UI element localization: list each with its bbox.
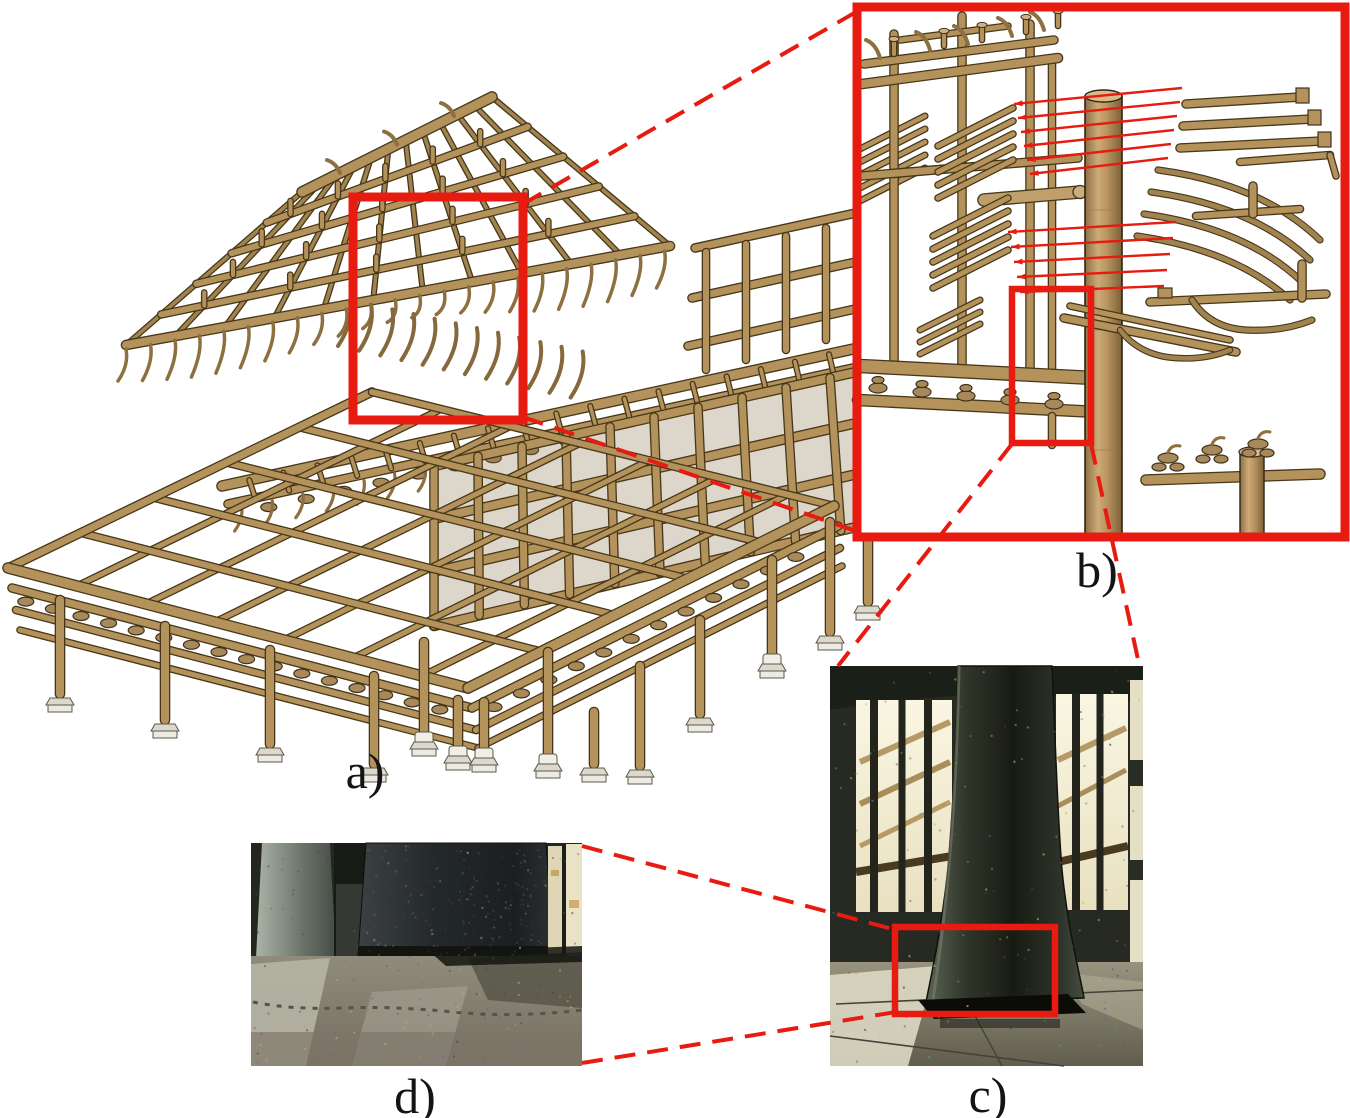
photo-d-left-column: [256, 843, 336, 958]
photo-d-dark-pool: [430, 946, 582, 966]
photo-column-base: [251, 842, 584, 1066]
panel-label-a: a): [345, 743, 385, 799]
panel-label-b: b): [1076, 542, 1118, 598]
panel-a-model: [2, 91, 913, 785]
callout-connector-lines: [522, 10, 1141, 1065]
photo-c-right-light-sliver: [1130, 680, 1143, 970]
photo-interior-column: [829, 665, 1144, 1067]
photo-d-noise: [253, 845, 580, 1064]
connector-c-to-d-top: [581, 844, 897, 932]
callout-rect-b: [1008, 285, 1095, 447]
photo-d-strip-divider: [562, 844, 566, 956]
photo-c-left-window: [855, 700, 953, 912]
callout-rect-c: [891, 923, 1059, 1018]
detail-panel-b: [851, 7, 1345, 538]
photo-c-right-window: [1056, 694, 1129, 910]
connector-b-to-c-left: [836, 442, 1014, 668]
photo-c-floor-seam: [829, 1035, 1065, 1067]
callout-rect-a: [348, 192, 528, 425]
bracket-assembly-detail: [851, 7, 1340, 538]
photo-c-sliver-break: [1130, 860, 1143, 880]
panel-label-c: c): [968, 1067, 1008, 1118]
connector-b-to-c-right: [1089, 443, 1141, 665]
connector-a-to-b-top: [522, 10, 857, 206]
detail-box-border-b: [852, 2, 1350, 542]
photo-d-floor-blur: [251, 1032, 582, 1066]
photo-d-warm-detail: [569, 900, 579, 908]
photo-c-column-highlight: [931, 665, 961, 1001]
connector-a-to-b-bottom: [522, 415, 857, 533]
photo-c-reflection: [940, 1019, 1060, 1028]
connector-c-to-d-bottom: [581, 1010, 897, 1065]
panel-label-d: d): [394, 1068, 436, 1118]
photo-d-floor-crack: [252, 1000, 584, 1017]
photo-c-sliver-break: [1130, 760, 1143, 786]
photo-d-warm-detail: [551, 870, 559, 876]
photo-d-light-strip: [548, 846, 562, 954]
